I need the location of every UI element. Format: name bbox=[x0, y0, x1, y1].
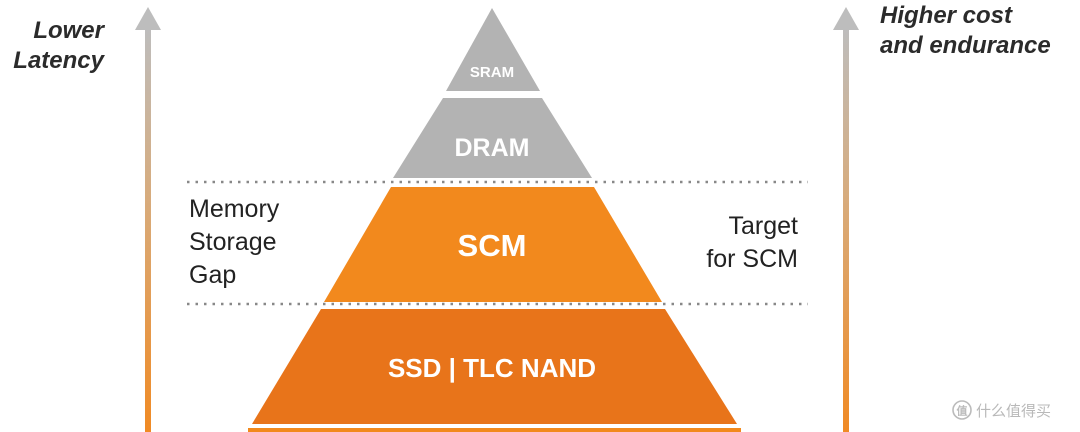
tier-ssd-label: SSD | TLC NAND bbox=[388, 353, 596, 383]
memory-storage-gap-line3: Gap bbox=[189, 261, 237, 289]
left-axis-arrow bbox=[135, 7, 161, 432]
left-axis-line1: Lower bbox=[33, 17, 104, 44]
tier-base-strip bbox=[248, 428, 741, 432]
tier-sram bbox=[446, 8, 540, 91]
watermark-text: 什么值得买 bbox=[976, 402, 1052, 420]
right-axis-arrow bbox=[833, 7, 859, 432]
right-arrowhead bbox=[833, 7, 859, 30]
tier-sram-label: SRAM bbox=[470, 64, 514, 81]
left-axis-caption: Lower Latency bbox=[0, 16, 104, 76]
tier-dram-label: DRAM bbox=[455, 134, 530, 162]
target-for-scm-line2: for SCM bbox=[706, 245, 798, 273]
value-seal-icon: 值 bbox=[952, 400, 972, 420]
target-for-scm-annotation: Target for SCM bbox=[660, 210, 798, 276]
right-arrow-shaft bbox=[843, 28, 849, 432]
memory-storage-gap-line1: Memory bbox=[189, 195, 280, 223]
right-axis-line2: and endurance bbox=[880, 32, 1051, 59]
svg-text:值: 值 bbox=[957, 404, 968, 418]
left-axis-line2: Latency bbox=[13, 47, 104, 74]
tier-scm bbox=[324, 187, 662, 302]
target-for-scm-line1: Target bbox=[728, 212, 798, 240]
memory-storage-gap-annotation: Memory Storage Gap bbox=[189, 193, 329, 292]
right-axis-line1: Higher cost bbox=[880, 2, 1013, 29]
left-arrow-shaft bbox=[145, 28, 151, 432]
right-axis-caption: Higher cost and endurance bbox=[880, 1, 1080, 61]
left-arrowhead bbox=[135, 7, 161, 30]
memory-storage-gap-line2: Storage bbox=[189, 228, 277, 256]
tier-scm-label: SCM bbox=[458, 228, 527, 263]
tier-dram bbox=[393, 98, 592, 178]
tier-ssd bbox=[252, 309, 737, 424]
